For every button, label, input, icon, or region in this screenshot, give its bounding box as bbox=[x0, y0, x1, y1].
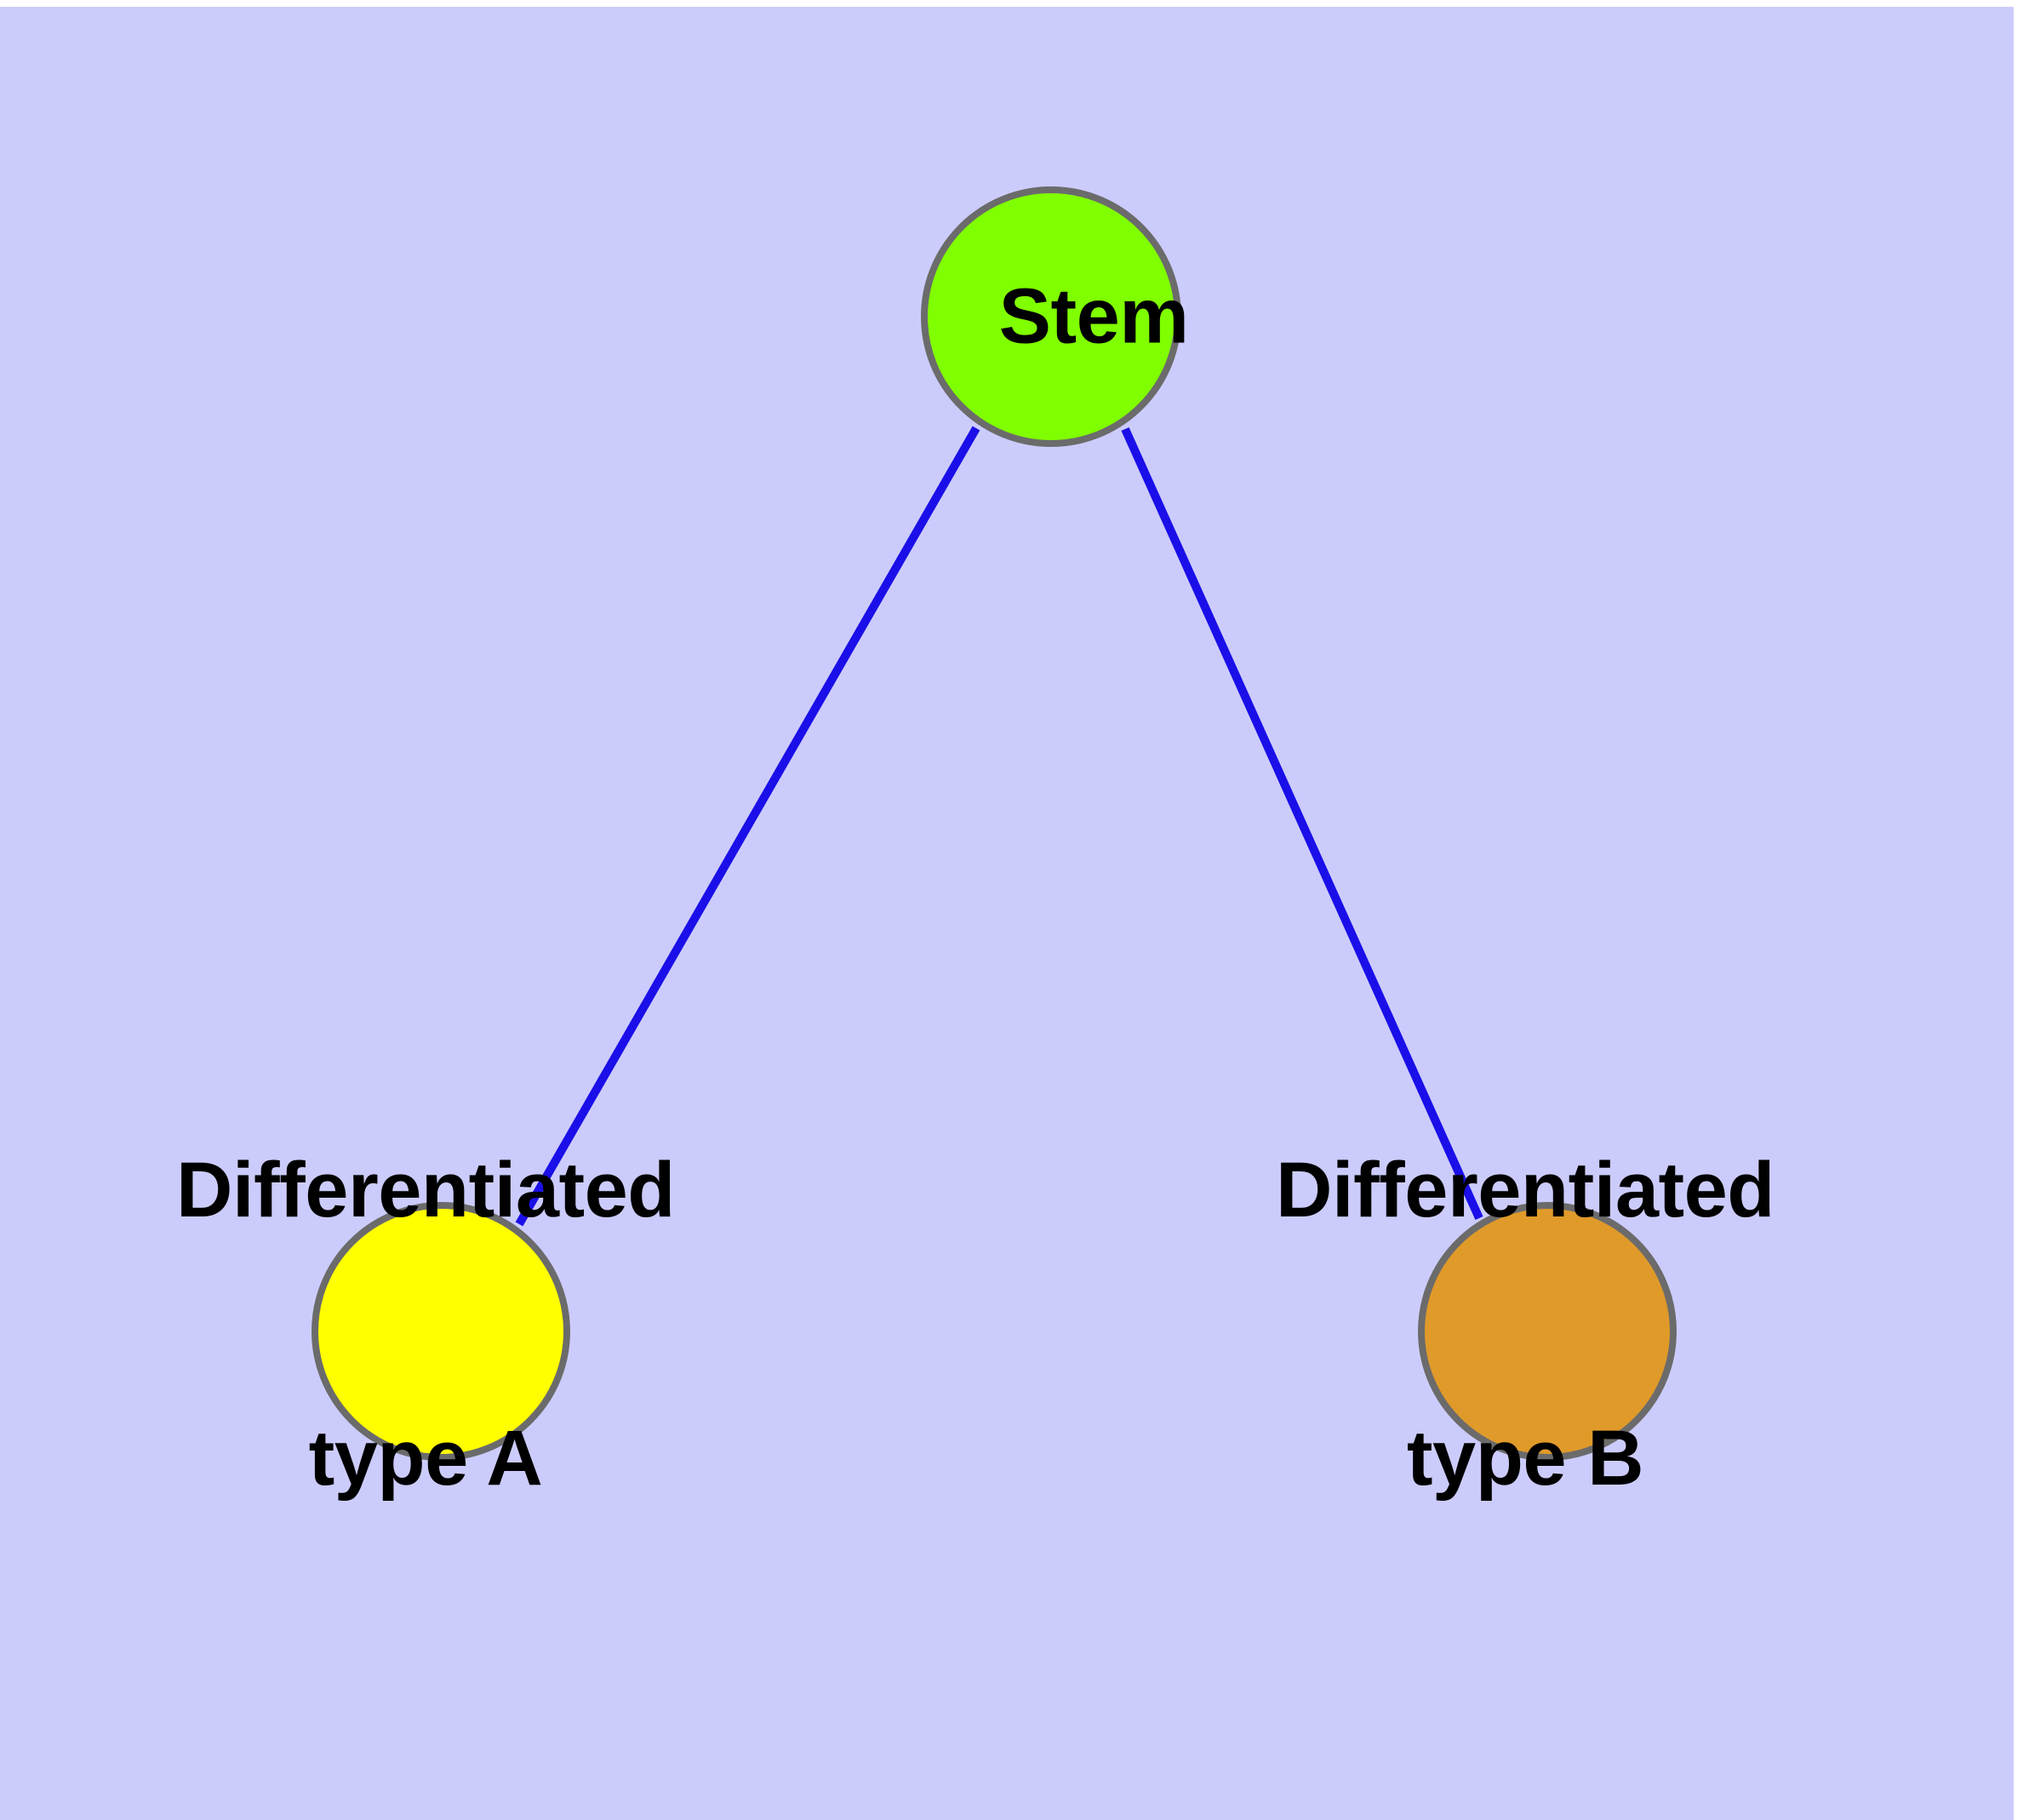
edge-layer bbox=[515, 426, 1483, 1227]
node-layer bbox=[311, 186, 1677, 1461]
edge-stem-to-diff-a bbox=[515, 426, 980, 1227]
edge-stem-to-diff-b bbox=[1121, 426, 1483, 1221]
node-diff-a-circle[interactable] bbox=[311, 1202, 570, 1461]
node-stem-circle[interactable] bbox=[921, 186, 1181, 447]
node-diff-b-circle[interactable] bbox=[1418, 1202, 1677, 1461]
